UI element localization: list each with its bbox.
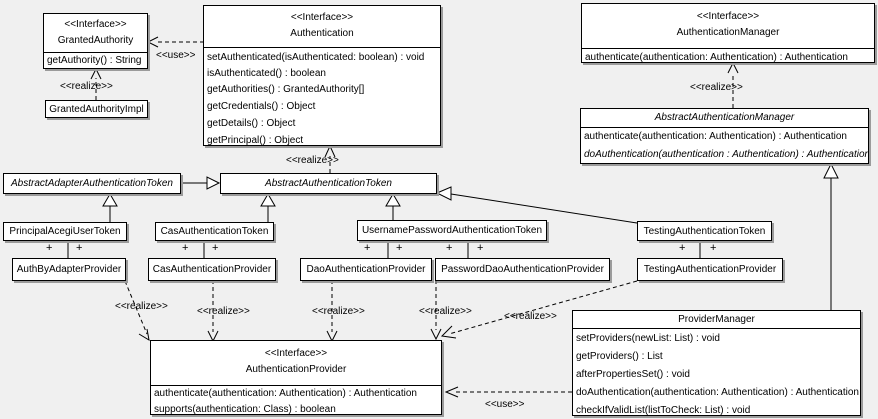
class-name: CasAuthenticationProvider: [152, 264, 272, 275]
edge-realize-abstractauthenticationtoken-authentication: [324, 144, 336, 173]
class-dao-authentication-provider: DaoAuthenticationProvider: [300, 258, 432, 281]
method: authenticate(authentication: Authenticat…: [584, 131, 847, 142]
use-label: <<use>>: [485, 399, 525, 410]
method: getCredentials() : Object: [207, 101, 316, 112]
edge-gen-usernamepasswordtoken-abstracttoken: [385, 193, 401, 220]
method: getProviders() : List: [576, 351, 663, 362]
class-authentication-manager: <<Interface>> AuthenticationManager auth…: [581, 3, 875, 63]
realize-label: <<realize>>: [504, 311, 557, 322]
method: authenticate(authentication: Authenticat…: [154, 388, 417, 399]
class-name: AbstractAuthenticationToken: [265, 178, 392, 189]
method: getPrincipal() : Object: [207, 135, 304, 146]
edge-gen-castoken-abstracttoken: [260, 193, 276, 222]
class-name: GrantedAuthorityImpl: [49, 103, 144, 115]
class-name: PrincipalAcegiUserToken: [9, 226, 121, 237]
method: getAuthorities() : GrantedAuthority[]: [207, 84, 365, 95]
method: doAuthentication(authentication: Authent…: [576, 387, 859, 398]
class-name: AuthenticationProvider: [245, 364, 347, 375]
realize-label: <<realize>>: [286, 155, 339, 166]
multiplicity: +: [182, 242, 189, 254]
edge-use-providermanager-authenticationprovider: [444, 386, 572, 398]
class-granted-authority-impl: GrantedAuthorityImpl: [45, 100, 148, 118]
stereotype: <<Interface>>: [290, 12, 354, 23]
edge-gen-principalacegi-abstractadapter: [102, 193, 118, 222]
class-authentication: <<Interface>> Authentication setAuthenti…: [203, 5, 441, 146]
class-name: AbstractAuthenticationManager: [654, 112, 795, 123]
edge-realize-passworddaoprovider-authenticationprovider: [430, 280, 442, 341]
class-name: ProviderManager: [678, 314, 755, 325]
edge-gen-providermanager-abstractauthenticationmanager: [823, 162, 839, 310]
class-principal-acegi-user-token: PrincipalAcegiUserToken: [3, 222, 127, 241]
method: afterPropertiesSet() : void: [576, 369, 690, 380]
multiplicity: +: [364, 242, 371, 254]
class-abstract-authentication-manager: AbstractAuthenticationManager authentica…: [580, 108, 869, 164]
multiplicity: +: [212, 242, 219, 254]
class-granted-authority: <<Interface>> GrantedAuthority getAuthor…: [43, 13, 148, 69]
method: getDetails() : Object: [207, 118, 296, 129]
method: supports(authentication: Class) : boolea…: [154, 404, 336, 415]
realize-label: <<realize>>: [197, 306, 250, 317]
multiplicity: +: [446, 242, 453, 254]
realize-label: <<realize>>: [60, 81, 113, 92]
multiplicity: +: [46, 242, 53, 254]
class-abstract-adapter-authentication-token: AbstractAdapterAuthenticationToken: [3, 173, 181, 194]
edge-gen-testingtoken-abstracttoken: [435, 186, 638, 224]
class-name: TestingAuthenticationProvider: [643, 264, 777, 275]
class-username-password-authentication-token: UsernamePasswordAuthenticationToken: [357, 220, 547, 241]
edge-use-authentication-grantedauthority: [146, 36, 203, 48]
method: setProviders(newList: List) : void: [576, 333, 720, 344]
method: authenticate(authentication: Authenticat…: [585, 52, 848, 63]
multiplicity: +: [477, 242, 484, 254]
edge-realize-authbyadapter-authenticationprovider: [124, 280, 150, 341]
class-name: GrantedAuthority: [57, 35, 134, 46]
class-name: AuthByAdapterProvider: [16, 264, 122, 275]
stereotype: <<Interface>>: [264, 348, 328, 359]
class-auth-by-adapter-provider: AuthByAdapterProvider: [12, 258, 126, 281]
class-name: AbstractAdapterAuthenticationToken: [11, 178, 173, 189]
class-name: PasswordDaoAuthenticationProvider: [441, 264, 604, 275]
class-name: CasAuthenticationToken: [160, 226, 269, 237]
class-cas-authentication-token: CasAuthenticationToken: [155, 222, 274, 241]
edge-gen-abstractadapter-abstracttoken: [180, 176, 221, 190]
class-name: UsernamePasswordAuthenticationToken: [361, 225, 543, 236]
realize-label: <<realize>>: [312, 306, 365, 317]
edge-realize-grantedauthorityimpl-grantedauthority: [90, 67, 102, 100]
multiplicity: +: [396, 242, 403, 254]
class-name: Authentication: [290, 28, 354, 39]
multiplicity: +: [76, 242, 83, 254]
multiplicity: +: [679, 242, 686, 254]
class-provider-manager: ProviderManager setProviders(newList: Li…: [572, 310, 861, 416]
class-abstract-authentication-token: AbstractAuthenticationToken: [220, 173, 437, 194]
method: checkIfValidList(listToCheck: List) : vo…: [576, 405, 751, 416]
stereotype: <<Interface>>: [64, 19, 127, 30]
method: isAuthenticated() : boolean: [207, 68, 326, 79]
method: doAuthentication(authentication : Authen…: [584, 149, 868, 160]
class-name: TestingAuthenticationToken: [643, 225, 766, 237]
class-cas-authentication-provider: CasAuthenticationProvider: [148, 258, 276, 281]
multiplicity: +: [710, 242, 717, 254]
realize-label: <<realize>>: [419, 306, 472, 317]
method: getAuthority() : String: [47, 55, 142, 66]
realize-label: <<realize>>: [115, 301, 168, 312]
class-name: AuthenticationManager: [676, 27, 780, 38]
class-testing-authentication-token: TestingAuthenticationToken: [637, 221, 772, 241]
class-authentication-provider: <<Interface>> AuthenticationProvider aut…: [150, 340, 442, 415]
method: setAuthenticated(isAuthenticated: boolea…: [207, 52, 425, 63]
edge-realize-abstractauthenticationmanager-authenticationmanager: [727, 61, 739, 108]
class-testing-authentication-provider: TestingAuthenticationProvider: [637, 258, 783, 281]
class-password-dao-authentication-provider: PasswordDaoAuthenticationProvider: [435, 258, 610, 281]
realize-label: <<realize>>: [690, 82, 743, 93]
edge-realize-testingprovider-authenticationprovider: [440, 280, 638, 339]
class-name: DaoAuthenticationProvider: [306, 264, 426, 275]
stereotype: <<Interface>>: [696, 11, 760, 22]
use-label: <<use>>: [156, 50, 196, 61]
